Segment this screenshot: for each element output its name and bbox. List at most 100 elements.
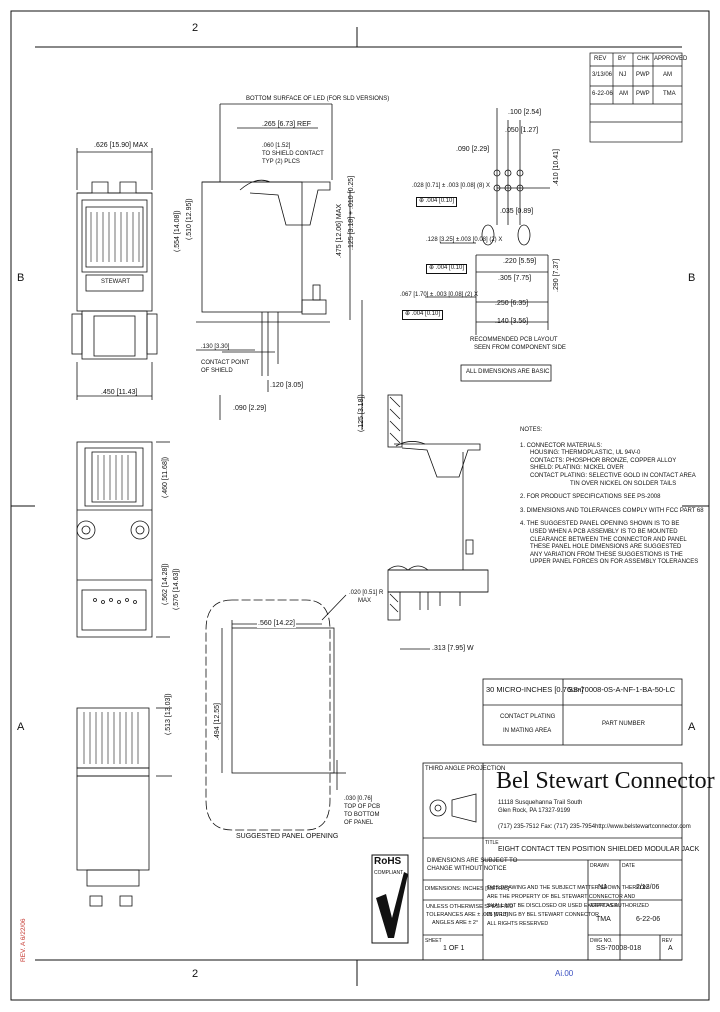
part-plating: 30 MICRO-INCHES [0.76um] (486, 685, 584, 694)
margin-rev-note: REV. A 6/22/06 (20, 918, 27, 963)
side-right-vert: (.125 [3.18]) (358, 394, 365, 432)
tb-web: http://www.belstewartconnector.com (595, 824, 691, 830)
panel-caption: SUGGESTED PANEL OPENING (236, 833, 339, 840)
fp-dim-6: .305 [7.75] (498, 275, 532, 282)
tb-company: Bel Stewart Connector (496, 768, 715, 794)
tb-approved-label: APPROVED (590, 903, 618, 909)
front-view (71, 148, 158, 400)
side-vert-1: (.554 [14.08]) (174, 210, 181, 252)
front-top-dim: .626 [15.90] MAX (94, 142, 149, 149)
rev-header-chk: CHK (637, 56, 650, 62)
rev-row-1-chk: PWP (636, 72, 650, 78)
side-left-dim-2: CONTACT POINT (201, 360, 250, 366)
notes-line: HOUSING: THERMOPLASTIC, UL 94V-0 (530, 450, 641, 457)
installed-side-view (387, 394, 489, 621)
zone-left-upper: B (17, 272, 25, 284)
side-vert-3: .475 [12.06] MAX (336, 203, 343, 258)
tb-drawn: NJ (598, 884, 607, 891)
fp-caption-2: SEEN FROM COMPONENT SIDE (474, 345, 566, 351)
fp-tol-1: ⊕ .004 [0.10] (416, 197, 458, 207)
panel-width: .560 [14.22] (257, 620, 296, 628)
tb-title: EIGHT CONTACT TEN POSITION SHIELDED MODU… (498, 846, 700, 853)
rev-row-2-by: AM (619, 91, 628, 97)
panel-bottom-3: TO BOTTOM (344, 812, 380, 818)
tb-addr-3: (717) 235-7512 Fax: (717) 235-7954 (498, 824, 596, 830)
notes-line: UPPER PANEL FORCES ON FOR ASSEMBLY TOLER… (530, 559, 699, 566)
tb-tol-1: UNLESS OTHERWISE SPECIFIED (426, 904, 514, 910)
notes-line: ANY VARIATION FROM THESE SUGGESTIONS IS … (530, 551, 683, 558)
side-dim-c: TO SHIELD CONTACT (262, 151, 324, 157)
panel-bottom-2: TOP OF PCB (344, 804, 381, 810)
zone-left-lower: A (17, 721, 25, 733)
tb-prop-2: ARE THE PROPERTY OF BEL STEWART CONNECTO… (487, 894, 636, 900)
tb-addr-1: 11118 Susquehanna Trail South (498, 800, 583, 806)
side-dim-b: .060 [1.52] (262, 143, 291, 149)
tb-dims-note-1: DIMENSIONS ARE SUBJECT TO (427, 858, 518, 864)
fp-dim-4: .035 [0.89] (500, 208, 534, 215)
rear-view (76, 707, 172, 907)
tb-rev: A (668, 945, 673, 952)
side-view (196, 103, 363, 430)
rev-row-2-date: 6-22-06 (592, 91, 613, 97)
side-vert-4: .125 [3.18] + .010 [0.25] (348, 175, 355, 250)
panel-bottom-4: OF PANEL (344, 820, 374, 826)
tb-dwg-label: DWG NO. (590, 938, 613, 944)
fp-dim-5: .220 [5.59] (503, 258, 537, 265)
tb-rohs: RoHS (374, 856, 402, 867)
bv-vert-1: (.460 [11.68]) (162, 456, 169, 498)
tb-projection: THIRD ANGLE PROJECTION (425, 766, 506, 772)
side-left-dim-3: OF SHIELD (201, 368, 233, 374)
rev-header-rev: REV (594, 56, 607, 62)
side-dim-d: TYP (2) PLCS (262, 159, 300, 165)
part-left-label-2: IN MATING AREA (503, 728, 552, 734)
rev-row-2-chk: PWP (636, 91, 650, 97)
notes-line: 2. FOR PRODUCT SPECIFICATIONS SEE PS-200… (520, 494, 661, 501)
tb-units: DIMENSIONS: INCHES [METRIC] (425, 886, 510, 892)
bv-vert-2: (.562 [14.28]) (162, 563, 169, 605)
part-number: SS-70008-0S-A-NF-1-BA-50-LC (568, 685, 676, 694)
side-vert-2: (.510 [12.95]) (186, 198, 193, 240)
fp-dim-8: .140 [3.56] (495, 318, 529, 325)
fp-dim-2: .050 [1.27] (505, 127, 539, 134)
front-bottom-dim: .450 [11.43] (101, 389, 138, 396)
panel-height: .494 [12.55] (214, 703, 221, 740)
panel-right-dim: .313 [7.95] W (432, 645, 474, 652)
revision-table-grid (589, 52, 683, 143)
tb-tol-2: TOLERANCES ARE ± .005 [0.13] (426, 912, 508, 918)
notes-line: USED WHEN A PCB ASSEMBLY IS TO BE MOUNTE… (530, 528, 678, 535)
zone-right-upper: B (688, 272, 696, 284)
tb-dims-note-2: CHANGE WITHOUT NOTICE (427, 866, 507, 872)
tb-sheet: 1 OF 1 (443, 945, 465, 952)
notes-line: CONTACTS: PHOSPHOR BRONZE, COPPER ALLOY (530, 457, 677, 464)
side-left-dim: .130 [3.30] (201, 344, 230, 350)
pcb-footprint (425, 108, 552, 382)
panel-opening (205, 594, 430, 831)
tb-prop-5: ALL RIGHTS RESERVED (487, 921, 549, 927)
fp-tol-2: ⊕ .004 [0.10] (426, 264, 468, 274)
notes-line: CLEARANCE BETWEEN THE CONNECTOR AND PANE… (530, 536, 687, 543)
tb-sheet-label: SHEET (425, 938, 442, 944)
side-dim-a: .265 [6.73] REF (262, 121, 312, 128)
notes-line: 1. CONNECTOR MATERIALS: (520, 442, 603, 449)
notes-line: 3. DIMENSIONS AND TOLERANCES COMPLY WITH… (520, 507, 704, 514)
fp-hole-1: .028 [0.71] ± .003 [0.08] (8) X (412, 183, 491, 189)
tb-drawn-label: DRAWN (590, 863, 609, 869)
side-bottom-dim-2: .090 [2.29] (233, 405, 267, 412)
notes-block: NOTES: 1. CONNECTOR MATERIALS: HOUSING: … (520, 427, 704, 567)
fp-caption-3: ALL DIMENSIONS ARE BASIC (466, 369, 550, 375)
rev-row-2-approved: TMA (663, 91, 676, 97)
rv-vert: (.513 [13.03]) (165, 693, 172, 735)
fp-dim-3: .090 [2.29] (456, 146, 490, 153)
fp-dim-9: .410 [10.41] (553, 149, 560, 186)
footer-stamp: Ai.00 (555, 969, 574, 978)
notes-title: NOTES: (520, 427, 543, 433)
notes-line: THESE PANEL HOLE DIMENSIONS ARE SUGGESTE… (530, 544, 682, 551)
title-block-grid (422, 762, 683, 961)
rohs-check-icon (371, 854, 409, 944)
rev-row-1-date: 3/13/06 (592, 72, 613, 78)
zone-top: 2 (192, 22, 199, 34)
part-left-label-1: CONTACT PLATING (500, 714, 556, 720)
fp-dim-7: .250 [6.35] (495, 300, 529, 307)
rev-row-1-by: NJ (619, 72, 627, 78)
